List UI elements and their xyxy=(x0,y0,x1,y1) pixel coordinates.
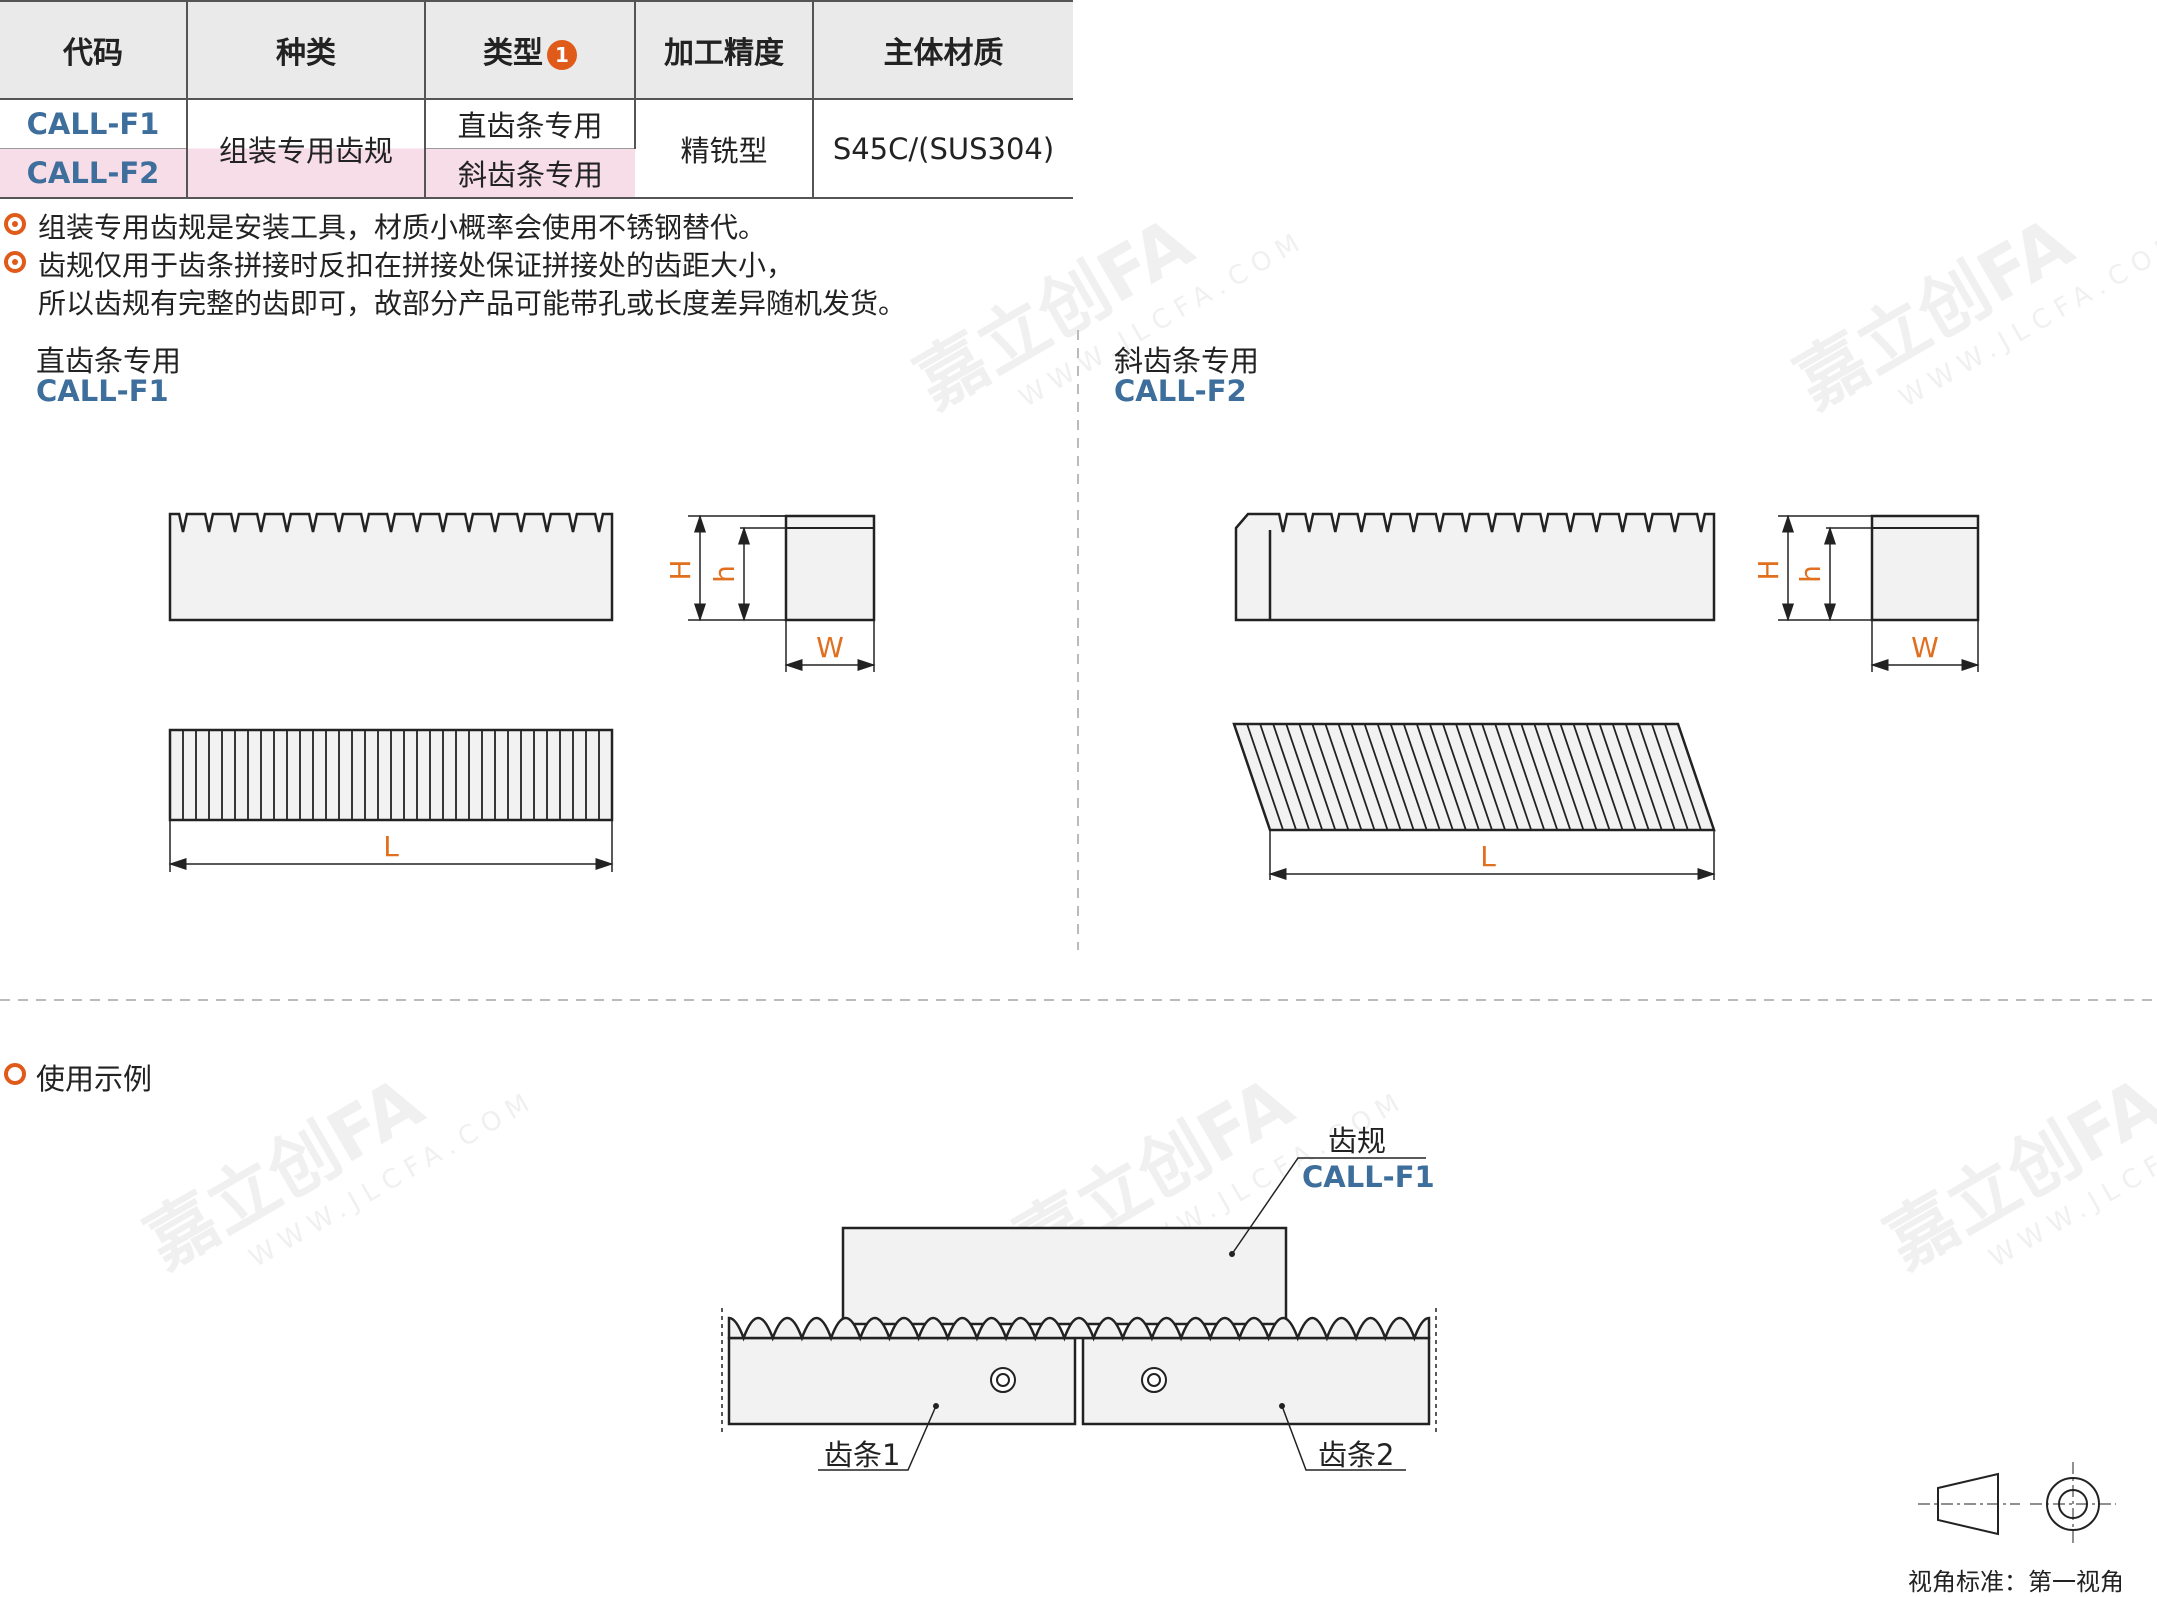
straight-rack-side-view xyxy=(784,514,876,622)
tooth-line xyxy=(1350,723,1389,831)
tooth-line xyxy=(1259,723,1297,831)
note-3: 所以齿规有完整的齿即可，故部分产品可能带孔或长度差异随机发货。 xyxy=(38,287,907,320)
dim-h-label: h xyxy=(708,565,741,583)
tooth-line xyxy=(1559,723,1598,831)
tooth-line xyxy=(1429,723,1467,831)
row-type: 斜齿条专用 xyxy=(425,148,635,198)
helical-rack-side-view xyxy=(1870,514,1980,622)
note-bullet-icon xyxy=(4,213,26,235)
tooth-line xyxy=(1455,723,1493,831)
tooth-line xyxy=(1494,723,1533,831)
tooth-line xyxy=(1481,723,1519,831)
dim-h-label: h xyxy=(1794,565,1827,583)
tooth-line xyxy=(1664,723,1702,831)
tooth-line xyxy=(1363,723,1402,831)
header-material: 主体材质 xyxy=(813,1,1073,100)
row-kind: 组装专用齿规 xyxy=(187,99,426,199)
tooth-line xyxy=(1585,723,1624,831)
type-badge: 1 xyxy=(547,39,577,70)
left-drawing-title: 直齿条专用 xyxy=(36,344,182,378)
usage-rack-1 xyxy=(727,1336,1077,1426)
note-bullet-icon xyxy=(4,251,26,273)
usage-title: 使用示例 xyxy=(36,1062,153,1096)
first-angle-projection-icon xyxy=(1918,1462,2116,1546)
tooth-line xyxy=(1402,723,1441,831)
dim-H-label: H xyxy=(664,559,697,580)
tooth-line xyxy=(1637,723,1676,831)
row-type: 直齿条专用 xyxy=(425,99,636,149)
view-standard-label: 视角标准：第一视角 xyxy=(1908,1568,2124,1596)
right-drawing-code: CALL-F2 xyxy=(1114,374,1247,408)
tooth-line xyxy=(1272,723,1311,831)
tooth-line xyxy=(1624,723,1663,831)
tooth-line xyxy=(1389,723,1428,831)
dim-L-label: L xyxy=(383,830,399,863)
tooth-line xyxy=(1520,723,1559,831)
tooth-line xyxy=(1298,723,1337,831)
tooth-line xyxy=(1442,723,1480,831)
row-code: CALL-F1 xyxy=(0,99,188,149)
tooth-line xyxy=(1533,723,1572,831)
tooth-line xyxy=(1507,723,1546,831)
dim-W-label: W xyxy=(1911,631,1939,664)
tooth-line xyxy=(1598,723,1637,831)
row-code: CALL-F2 xyxy=(0,148,188,198)
usage-gauge-label: 齿规 xyxy=(1328,1124,1387,1158)
tooth-line xyxy=(1324,723,1363,831)
row-precision: 精铣型 xyxy=(635,99,814,199)
usage-rack-1-label: 齿条1 xyxy=(824,1438,901,1472)
table-row: CALL-F1 组装专用齿规 直齿条专用 精铣型 S45C/(SUS304) xyxy=(0,99,1073,199)
tooth-line xyxy=(1572,723,1611,831)
header-code: 代码 xyxy=(0,1,188,100)
dim-W-label: W xyxy=(816,631,844,664)
usage-rack-2-label: 齿条2 xyxy=(1318,1438,1395,1472)
usage-gauge-code: CALL-F1 xyxy=(1302,1160,1435,1194)
tooth-line xyxy=(1246,723,1284,831)
right-drawing-title: 斜齿条专用 xyxy=(1114,344,1260,378)
tooth-line xyxy=(1285,723,1324,831)
tooth-line xyxy=(1311,723,1350,831)
helical-rack-front-view xyxy=(1234,512,1716,622)
tooth-line xyxy=(1611,723,1650,831)
usage-gauge-body xyxy=(841,1226,1288,1326)
row-material: S45C/(SUS304) xyxy=(813,99,1073,199)
usage-rack-2 xyxy=(1081,1336,1431,1426)
dim-H-label: H xyxy=(1752,559,1785,580)
tooth-line xyxy=(1415,723,1454,831)
tooth-line xyxy=(1337,723,1376,831)
dim-L-label: L xyxy=(1480,840,1496,873)
note-2: 齿规仅用于齿条拼接时反扣在拼接处保证拼接处的齿距大小， xyxy=(38,249,795,282)
header-kind: 种类 xyxy=(187,1,426,100)
tooth-line xyxy=(1651,723,1689,831)
tooth-line xyxy=(1468,723,1506,831)
tooth-line xyxy=(1546,723,1585,831)
note-1: 组装专用齿规是安装工具，材质小概率会使用不锈钢替代。 xyxy=(38,211,767,244)
straight-rack-front-view xyxy=(168,512,614,622)
header-precision: 加工精度 xyxy=(635,1,814,100)
usage-bullet-icon xyxy=(4,1063,26,1085)
left-drawing-code: CALL-F1 xyxy=(36,374,169,408)
tooth-line xyxy=(1376,723,1415,831)
table-row: CALL-F2 斜齿条专用 xyxy=(0,148,1073,198)
